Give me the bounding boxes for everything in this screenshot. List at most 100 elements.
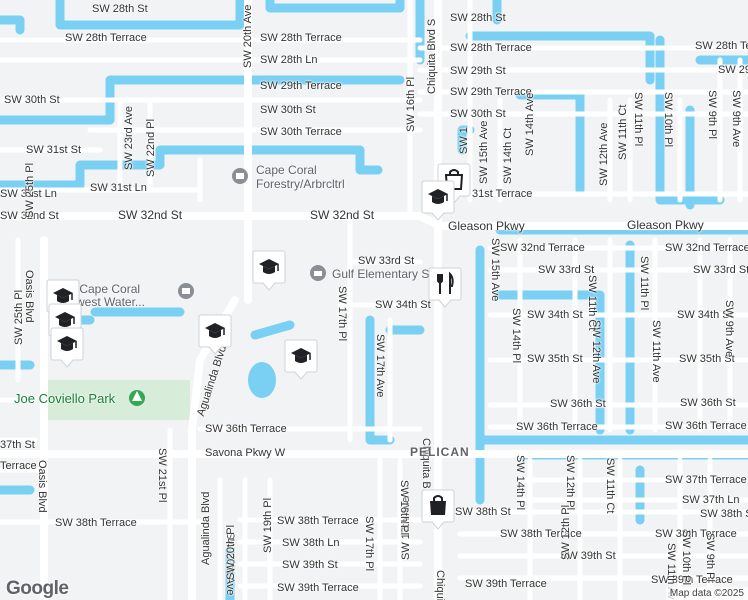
street-label: Chiquita Blvd S <box>426 18 438 94</box>
street-label: SW 28th St <box>450 12 506 24</box>
street-label: SW 36th St <box>680 397 736 409</box>
street-label: SW 17th Ave <box>374 334 386 398</box>
marker-school[interactable] <box>421 179 455 221</box>
street-label: SW 9th Ave <box>723 300 735 358</box>
street-label: SW 30th St <box>260 104 316 116</box>
area-label: PELICAN <box>410 445 470 459</box>
street-label: SW 39th Terrace <box>465 578 547 590</box>
street-label: SW 11th Pl <box>632 92 644 147</box>
street-label: 37th St <box>0 439 35 451</box>
street-label: SW 28th Terrace <box>260 32 342 44</box>
street-label: SW 17th Pl <box>336 286 348 342</box>
street-label: Chiquita <box>434 570 446 600</box>
street-label: SW 31st Ln <box>90 182 147 194</box>
marker-school[interactable] <box>284 338 318 380</box>
street-label: Gleason Pkwy <box>627 218 704 232</box>
street-label: SW 29th Terrace <box>450 86 532 98</box>
street-label: SW 9th Ave <box>730 90 742 148</box>
street-label: SW 32nd Terrace <box>500 242 585 254</box>
street-label: SW 16th Pl <box>398 480 410 536</box>
street-label: SW 28th Terrace <box>695 40 748 52</box>
street-label: SW 32nd Terrace <box>665 242 748 254</box>
street-label: Gleason Pkwy <box>448 219 525 233</box>
street-label: SW 38th Terrace <box>655 528 737 540</box>
street-label: SW 9th Pl <box>704 533 716 582</box>
street-label: SW 10th Pl <box>680 530 692 586</box>
street-label: SW 38th Terrace <box>277 515 359 527</box>
street-label: SW 28th St <box>92 3 148 15</box>
street-label: Terrace <box>0 460 37 472</box>
forestry-poi-line2: Forestry/Arbrcltrl <box>256 177 345 191</box>
street-label: SW 25th Pl <box>24 162 36 218</box>
water-poi-line2: thwest Water... <box>66 295 145 309</box>
street-label: SW 34th St <box>677 309 733 321</box>
marker-school[interactable] <box>198 313 232 355</box>
street-label: SW 15th Ave <box>489 238 501 302</box>
street-label: SW 33rd St <box>538 264 595 276</box>
street-label: SW 36th Terrace <box>516 421 598 433</box>
street-label: SW 31st St <box>26 144 82 156</box>
street-label: 31st Terrace <box>472 188 533 200</box>
street-label: SW 12th Ave <box>598 122 610 186</box>
street-label: SW 31st Ln <box>0 188 57 200</box>
street-label: SW 39th Terrace <box>277 582 359 594</box>
water-poi-label[interactable]: of Cape Coral thwest Water... <box>66 283 145 309</box>
street-label: SW 20th Ave <box>242 4 254 68</box>
street-label: SW 30th St <box>4 94 60 106</box>
street-label: SW 32nd St <box>0 210 59 222</box>
street-label: SW 20th Pl <box>225 524 237 580</box>
street-label: SW 39th St <box>560 550 616 562</box>
graduation-cap-icon <box>428 189 448 204</box>
street-label: SW 9th Pl <box>706 90 718 139</box>
street-label: SW 29th St <box>450 65 506 77</box>
street-label: Oasis Blvd <box>23 270 35 323</box>
street-label: SW 11th Pl <box>638 256 650 311</box>
fork-knife-icon <box>437 271 454 294</box>
street-label: SW 11th Ct <box>617 104 629 160</box>
street-label: SW 29th St <box>718 64 748 76</box>
street-label: SW 23rd Ave <box>123 106 135 170</box>
street-label: SW 36th Terrace <box>205 423 287 435</box>
graduation-cap-icon <box>57 336 77 351</box>
school-poi-label[interactable]: Gulf Elementary School <box>332 267 459 281</box>
marker-school[interactable] <box>252 249 286 291</box>
map-attribution[interactable]: Map data ©2025 <box>665 587 748 600</box>
street-label: Agualinda Blvd <box>200 491 212 565</box>
street-label: SW 35th St <box>527 353 583 365</box>
street-label: SW 33rd St <box>358 255 415 267</box>
street-label: SW 38th St <box>455 506 511 518</box>
street-label: Oasis Blvd <box>36 460 48 513</box>
street-label: SW 38th St <box>700 508 748 520</box>
shopping-bag-icon <box>430 495 446 515</box>
street-label: SW 28th Ln <box>260 54 318 66</box>
street-label: SW 28th Terrace <box>65 32 147 44</box>
street-label: SW 21st Pl <box>156 448 168 503</box>
street-label: SW 39th St <box>282 559 338 571</box>
street-label: SW 15th Ave <box>478 120 490 184</box>
graduation-cap-icon <box>291 348 311 363</box>
street-label: SW 14th Pl <box>510 308 522 364</box>
google-logo: Google <box>6 578 69 599</box>
marker-food[interactable] <box>428 266 462 308</box>
street-label: SW 36th Terrace <box>665 420 747 432</box>
marker-shopping[interactable] <box>421 488 455 530</box>
street-label: SW 11th Ave <box>650 320 662 383</box>
park-area <box>40 380 190 420</box>
street-label: SW 35th St <box>679 353 735 365</box>
street-label: SW 33rd St <box>693 264 748 276</box>
street-label: SW 32nd St <box>118 208 183 222</box>
street-label: SW 37th Ln <box>682 494 740 506</box>
graduation-cap-icon <box>53 288 73 303</box>
forestry-poi-label[interactable]: Cape Coral Forestry/Arbrcltrl <box>256 163 345 191</box>
street-label: SW 36th St <box>550 398 606 410</box>
street-label: SW 12th Pl <box>564 455 576 511</box>
marker-school[interactable] <box>50 326 84 368</box>
street-label: SW 12th Pl <box>560 504 572 560</box>
street-label: SW 11th Ct <box>586 275 598 331</box>
street-label: SW 34th St <box>375 299 431 311</box>
street-label: SW 1 <box>458 127 470 154</box>
park-poi-label[interactable]: Joe Coviello Park <box>14 391 116 406</box>
street-label: SW 30th St <box>450 108 506 120</box>
forestry-poi-line1: Cape Coral <box>256 163 317 177</box>
